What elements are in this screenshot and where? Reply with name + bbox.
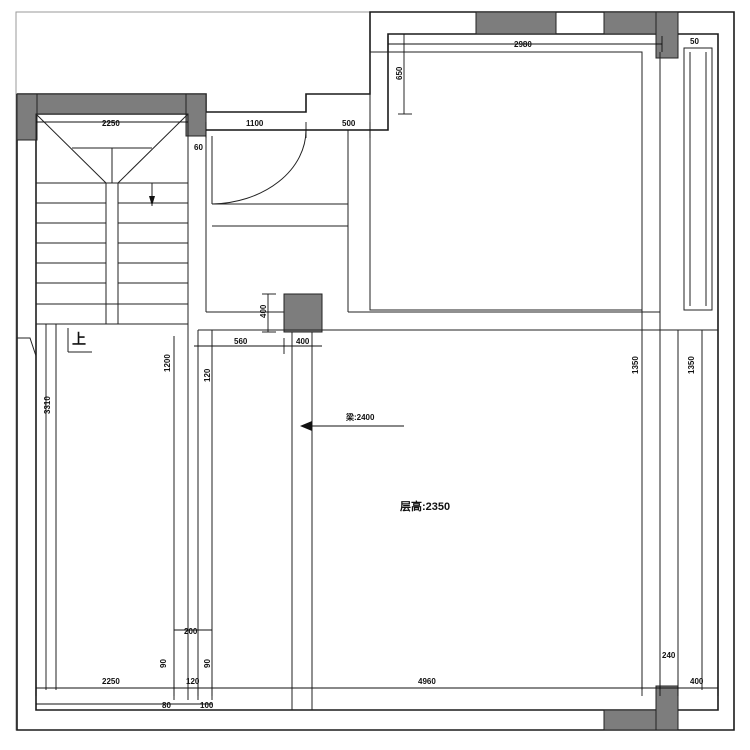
dim-top-right-mark: 50 — [690, 37, 699, 46]
dim-bottom-small-left: 80 — [162, 701, 171, 710]
dim-bottom-gap-a: 200 — [184, 627, 198, 636]
corner-column-top-left-right — [185, 93, 207, 137]
dim-column-gap: 560 — [234, 337, 248, 346]
dim-corridor-mark: 60 — [194, 143, 203, 152]
dim-left-wall-height: 3310 — [43, 396, 52, 414]
dim-bottom-gap-b: 120 — [186, 677, 200, 686]
dim-corridor-short: 500 — [342, 119, 356, 128]
dim-column-side: 400 — [259, 304, 268, 318]
exterior-wall-inner — [35, 33, 719, 711]
exterior-wall-outer — [16, 11, 735, 731]
corner-column-top-left-side — [16, 93, 38, 141]
dim-bottom-small-right: 100 — [200, 701, 214, 710]
column-shaft — [291, 332, 313, 710]
top-column-middle — [475, 11, 557, 35]
staircase — [35, 113, 189, 325]
stair-direction-label: 上 — [72, 331, 86, 347]
dim-small-tick-a: 90 — [159, 659, 168, 668]
dim-column-width: 400 — [296, 337, 310, 346]
dim-left-inner-b: 120 — [203, 368, 212, 382]
left-partition — [55, 324, 213, 700]
bottom-column-right-rise — [655, 685, 679, 731]
top-column-right-drop — [655, 11, 679, 59]
dim-corridor-width: 1100 — [246, 119, 264, 128]
corner-column-top-left — [16, 93, 207, 115]
ceiling-height-label: 层高:2350 — [399, 499, 450, 513]
dim-top-step-height: 650 — [395, 66, 404, 80]
dim-stair-width: 2250 — [102, 119, 120, 128]
dim-small-tick-b: 90 — [203, 659, 212, 668]
right-side-walls — [641, 47, 713, 690]
dim-right-side-vertical: 1350 — [631, 356, 640, 374]
dim-top-room-width: 2980 — [514, 40, 532, 49]
center-column — [283, 293, 323, 333]
dim-bottom-left-width: 2250 — [102, 677, 120, 686]
upper-room — [198, 51, 718, 331]
dim-right-wall-vertical: 1350 — [687, 356, 696, 374]
dim-bottom-right-a: 240 — [662, 651, 676, 660]
beam-arrow — [300, 421, 404, 431]
door-swing — [205, 129, 349, 312]
beam-height-label: 梁:2400 — [345, 412, 375, 422]
dim-bottom-main-width: 4960 — [418, 677, 436, 686]
page-border — [15, 11, 735, 731]
dim-bottom-right-b: 400 — [690, 677, 704, 686]
dim-left-inner-a: 1200 — [163, 354, 172, 372]
